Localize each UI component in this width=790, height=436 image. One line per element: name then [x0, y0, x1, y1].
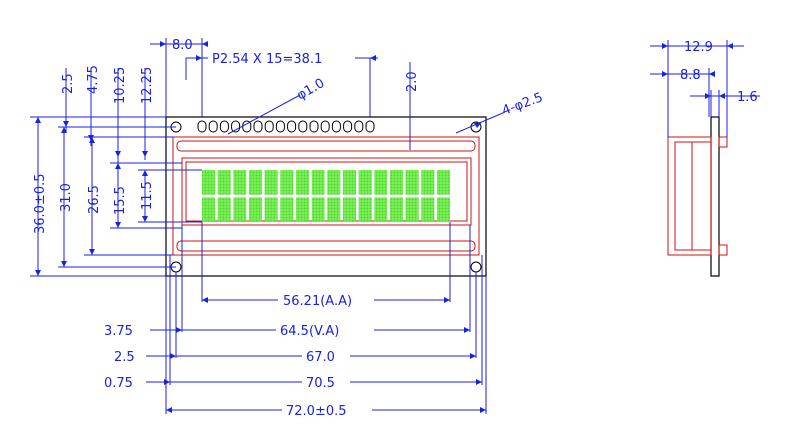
- character-cell: [233, 170, 247, 195]
- character-cell: [233, 197, 247, 222]
- dim-active-area: 56.21(A.A): [283, 294, 352, 309]
- dim-4-75: 4.75: [86, 65, 101, 94]
- character-cell: [311, 170, 325, 195]
- pin-header: [197, 120, 375, 133]
- dim-height-15-5: 15.5: [113, 186, 128, 215]
- dim-offset-0-75: 0.75: [104, 376, 133, 391]
- character-cell: [311, 197, 325, 222]
- header-pin: [331, 120, 341, 133]
- character-cell: [421, 197, 435, 222]
- header-pin: [309, 120, 319, 133]
- header-pin: [298, 120, 308, 133]
- character-cell: [389, 170, 404, 195]
- character-cell: [374, 170, 388, 195]
- character-cell: [280, 197, 294, 222]
- dim-side-12-9: 12.9: [684, 40, 713, 55]
- character-cell: [327, 197, 341, 222]
- dim-pin-hole: φ1.0: [295, 76, 328, 104]
- character-cell: [295, 170, 310, 195]
- character-cell: [280, 170, 294, 195]
- bezel-top-strip: [176, 140, 476, 152]
- side-bezel: [667, 136, 712, 256]
- character-cell: [327, 170, 341, 195]
- header-pin: [253, 120, 263, 133]
- character-cell: [374, 197, 388, 222]
- viewing-area-inner: [185, 161, 468, 222]
- character-cell: [436, 170, 450, 195]
- header-pin: [320, 120, 330, 133]
- dim-bezel-width: 70.5: [306, 376, 335, 391]
- dim-height-26-5: 26.5: [87, 185, 102, 214]
- dim-offset-2-5: 2.5: [114, 350, 135, 365]
- dim-height-overall: 36.0±0.5: [33, 173, 48, 234]
- dim-pin-to-edge: 2.0: [405, 71, 420, 92]
- bezel-outer: [172, 136, 480, 256]
- character-cell: [436, 197, 450, 222]
- character-cell: [264, 170, 278, 195]
- dim-10-25: 10.25: [113, 67, 128, 104]
- front-view: [165, 116, 487, 277]
- character-cell: [405, 170, 419, 195]
- character-cell: [389, 197, 404, 222]
- header-pin: [197, 120, 207, 133]
- character-cell: [248, 197, 263, 222]
- pcb-outline: [165, 116, 487, 277]
- dim-mount-hole: 4-φ2.5: [500, 90, 545, 119]
- bezel-bottom-strip: [176, 240, 476, 252]
- dim-side-1-6: 1.6: [737, 90, 758, 105]
- side-pin-bottom: [718, 244, 728, 256]
- dim-viewing-area: 64.5(V.A): [280, 324, 339, 339]
- viewing-area: [181, 157, 472, 226]
- character-cell: [342, 170, 357, 195]
- side-view: 12.9 8.8 1.6: [650, 40, 760, 277]
- header-pin: [275, 120, 285, 133]
- header-pin: [354, 120, 364, 133]
- active-area: [202, 170, 450, 222]
- header-pin: [208, 120, 218, 133]
- header-pin: [219, 120, 229, 133]
- dim-pitch: P2.54 X 15=38.1: [212, 52, 322, 67]
- dim-offset-3-75: 3.75: [104, 324, 133, 339]
- side-pin-top: [718, 136, 728, 148]
- character-cell: [405, 197, 419, 222]
- header-pin: [343, 120, 353, 133]
- header-pin: [231, 120, 241, 133]
- character-cell: [421, 170, 435, 195]
- character-cell: [248, 170, 263, 195]
- character-cell: [264, 197, 278, 222]
- dim-height-11-5: 11.5: [140, 181, 155, 210]
- character-cell: [358, 170, 372, 195]
- dim-2-5: 2.5: [61, 73, 76, 94]
- header-pin: [365, 120, 375, 133]
- front-dimensions: 8.0 P2.54 X 15=38.1 2.0 φ1.0 4-φ2.5 2.5 …: [30, 38, 545, 419]
- side-pcb: [710, 116, 720, 277]
- header-pin: [287, 120, 297, 133]
- character-cell: [358, 197, 372, 222]
- character-cell: [295, 197, 310, 222]
- header-pin: [264, 120, 274, 133]
- character-cell: [217, 197, 231, 222]
- dim-side-8-8: 8.8: [680, 68, 701, 83]
- character-cell: [342, 197, 357, 222]
- dim-height-31: 31.0: [59, 183, 74, 212]
- character-cell: [202, 170, 216, 195]
- dim-12-25: 12.25: [140, 67, 155, 104]
- character-cell: [202, 197, 216, 222]
- dim-hole-pitch: 67.0: [306, 350, 335, 365]
- dim-overall-width: 72.0±0.5: [286, 404, 347, 419]
- dim-pin-offset: 8.0: [172, 38, 193, 53]
- character-cell: [217, 170, 231, 195]
